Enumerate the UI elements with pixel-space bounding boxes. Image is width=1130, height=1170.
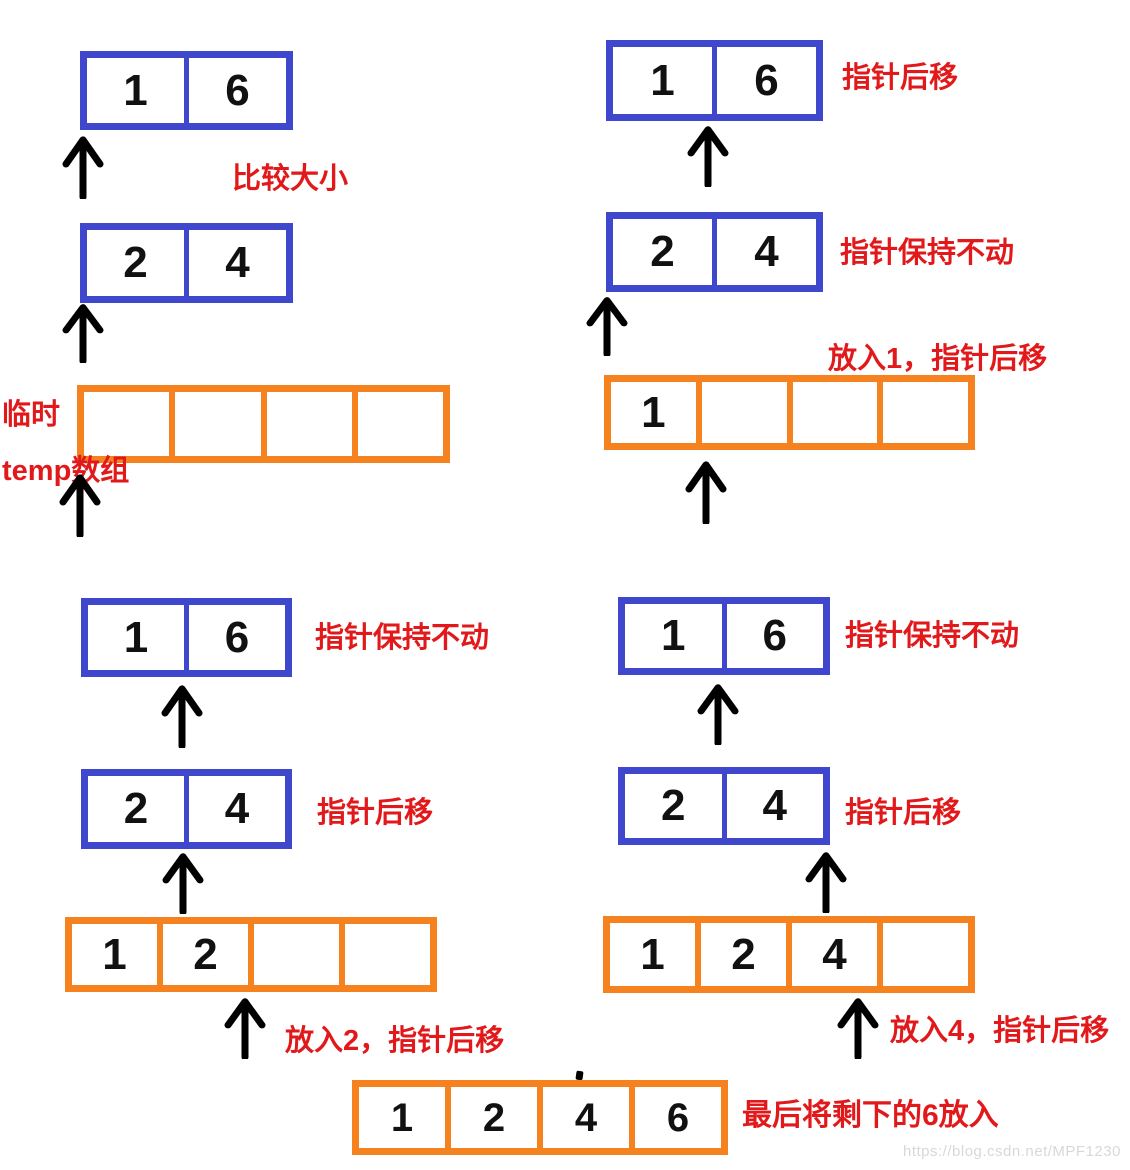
array-cell: 2: [123, 784, 149, 833]
up-arrow-icon: [62, 136, 104, 199]
array-cell: 1: [661, 611, 686, 660]
array-cell: 4: [184, 230, 286, 296]
annotation-s3-temp: 放入2，指针后移: [285, 1025, 505, 1057]
array-cell: [260, 392, 352, 456]
array-cell: 1: [123, 65, 148, 115]
array-cell: [169, 392, 260, 456]
array-cell: 1: [641, 387, 666, 437]
array-cell: 6: [712, 47, 816, 114]
blue-array-s2-top: 1 6: [606, 40, 823, 121]
up-arrow-icon: [586, 297, 628, 356]
blue-array-s3-bottom: 2 4: [81, 769, 292, 849]
orange-temp-array-s1: [77, 385, 450, 463]
array-cell: 1: [390, 1095, 414, 1140]
blue-array-s4-top: 1 6: [618, 597, 830, 675]
up-arrow-icon: [687, 126, 729, 187]
up-arrow-icon: [837, 998, 879, 1059]
annotation-s3-top: 指针保持不动: [315, 622, 490, 654]
array-cell: 6: [184, 58, 286, 123]
annotation-final: 最后将剩下的6放入: [742, 1099, 999, 1132]
array-cell: [351, 392, 443, 456]
array-cell: 2: [695, 923, 786, 986]
array-cell: 4: [712, 219, 816, 285]
up-arrow-icon: [162, 853, 204, 914]
array-cell: 6: [184, 605, 285, 670]
array-cell: 1: [123, 612, 149, 662]
up-arrow-icon: [697, 684, 739, 745]
annotation-s2-temp: 放入1，指针后移: [828, 343, 1048, 375]
blue-array-s4-bottom: 2 4: [618, 767, 830, 845]
array-cell: 6: [721, 604, 824, 668]
up-arrow-icon: [59, 474, 101, 537]
array-cell: 4: [721, 774, 824, 838]
annotation-s3-bottom: 指针后移: [317, 797, 434, 829]
array-cell: [877, 923, 968, 986]
blue-array-s1-top: 1 6: [80, 51, 293, 130]
array-cell: 2: [123, 238, 148, 287]
annotation-s2-top: 指针后移: [842, 62, 959, 94]
array-cell: [877, 382, 968, 443]
array-cell: [695, 382, 787, 443]
orange-temp-array-final: 1 2 4 6: [352, 1080, 728, 1155]
temp-label-line2: temp数组: [2, 455, 130, 487]
array-cell: 4: [537, 1087, 629, 1148]
up-arrow-icon: [224, 998, 266, 1059]
up-arrow-icon: [161, 685, 203, 748]
annotation-s4-temp: 放入4，指针后移: [890, 1015, 1110, 1047]
array-cell: 1: [102, 929, 127, 979]
watermark: https://blog.csdn.net/MPF1230: [903, 1143, 1121, 1160]
array-cell: 4: [786, 923, 877, 986]
array-cell: 4: [184, 776, 285, 842]
up-arrow-icon: [805, 852, 847, 913]
orange-temp-array-s2: 1: [604, 375, 975, 450]
array-cell: [339, 924, 430, 985]
array-cell: [84, 392, 169, 456]
array-cell: [248, 924, 339, 985]
annotation-s4-bottom: 指针后移: [845, 797, 962, 829]
blue-array-s1-bottom: 2 4: [80, 223, 293, 303]
array-cell: 2: [650, 227, 675, 276]
array-cell: 2: [157, 924, 248, 985]
annotation-compare: 比较大小: [232, 163, 349, 195]
blue-array-s2-bottom: 2 4: [606, 212, 823, 292]
annotation-s4-top: 指针保持不动: [845, 620, 1020, 652]
array-cell: 6: [629, 1087, 721, 1148]
array-cell: 2: [445, 1087, 537, 1148]
temp-label-line1: 临时: [2, 399, 61, 431]
annotation-s2-bottom: 指针保持不动: [840, 237, 1015, 269]
blue-array-s3-top: 1 6: [81, 598, 292, 677]
up-arrow-icon: [62, 304, 104, 363]
orange-temp-array-s4: 1 2 4: [603, 916, 975, 993]
array-cell: 1: [650, 55, 675, 105]
array-cell: 2: [661, 781, 686, 830]
array-cell: [786, 382, 878, 443]
stray-mark: [575, 1070, 584, 1081]
up-arrow-icon: [685, 461, 727, 524]
array-cell: 1: [640, 929, 665, 979]
orange-temp-array-s3: 1 2: [65, 917, 437, 992]
